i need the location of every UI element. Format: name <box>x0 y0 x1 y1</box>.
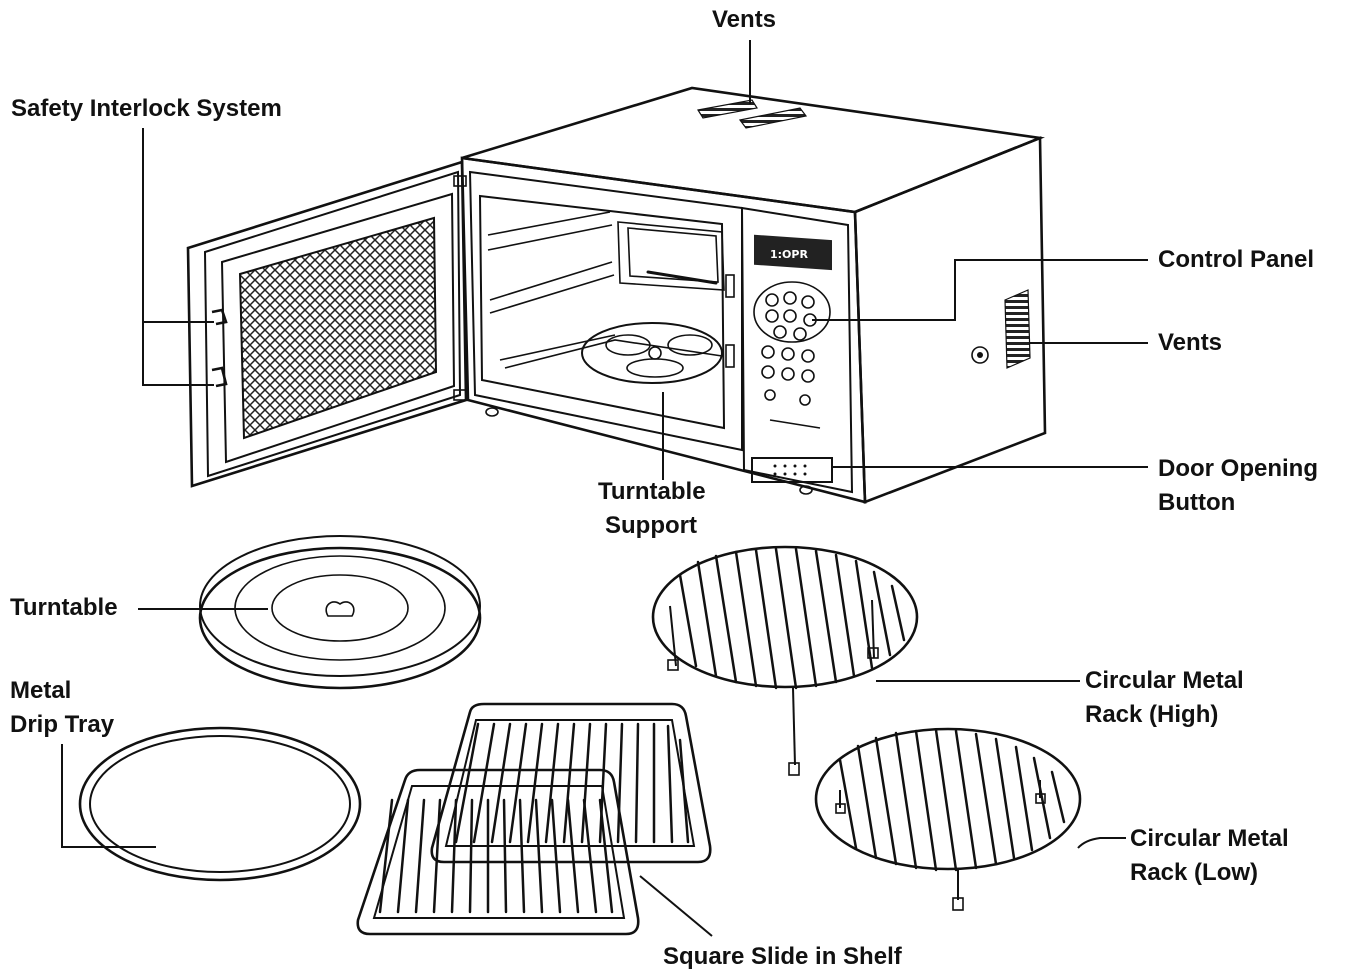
label-control-panel: Control Panel <box>1158 246 1315 273</box>
label-rack-high-line1: Circular Metal <box>1085 667 1244 694</box>
leader-lines <box>61 40 1148 937</box>
label-rack-high-line2: Rack (High) <box>1085 701 1219 728</box>
circular-metal-rack-low <box>814 727 1082 911</box>
label-turntable-support-line1: Turntable <box>598 478 706 505</box>
label-turntable-support-line2: Support <box>605 512 697 539</box>
control-keypad <box>753 281 831 429</box>
svg-text:1:OPR: 1:OPR <box>770 248 808 261</box>
label-door-opening-line2: Button <box>1158 489 1236 516</box>
microwave-oven: 1:OPR <box>186 86 1047 504</box>
label-metal-drip-tray-line1: Metal <box>10 677 72 704</box>
turntable-plate <box>198 535 482 690</box>
label-rack-low-line1: Circular Metal <box>1130 825 1289 852</box>
label-metal-drip-tray-line2: Drip Tray <box>10 711 115 738</box>
label-safety-interlock-system: Safety Interlock System <box>11 95 282 122</box>
turntable-support-ring <box>581 322 723 384</box>
label-square-slide-in-shelf: Square Slide in Shelf <box>663 943 902 970</box>
circular-metal-rack-high <box>651 545 919 776</box>
label-door-opening-line1: Door Opening <box>1158 455 1318 482</box>
label-vents-top: Vents <box>712 6 777 33</box>
metal-drip-tray <box>78 726 362 882</box>
label-vents-side: Vents <box>1158 329 1223 356</box>
label-rack-low-line2: Rack (Low) <box>1130 859 1259 886</box>
square-slide-in-shelf-front <box>430 702 712 864</box>
square-slide-in-shelf-back <box>356 768 640 936</box>
label-turntable: Turntable <box>10 594 118 621</box>
